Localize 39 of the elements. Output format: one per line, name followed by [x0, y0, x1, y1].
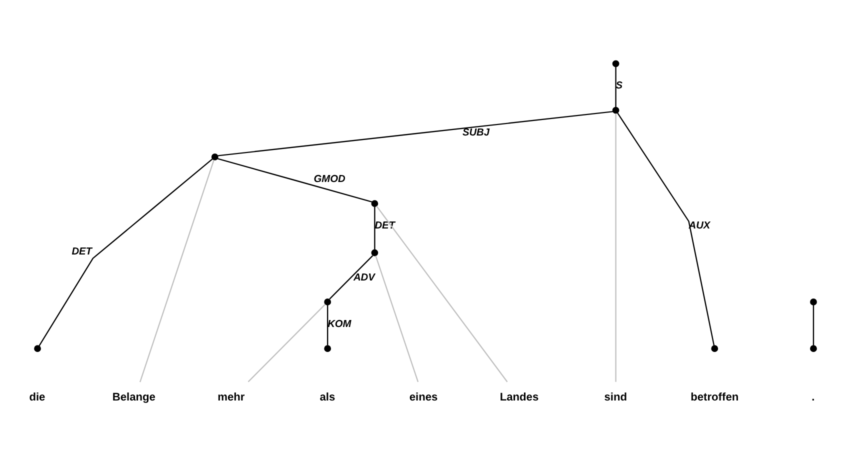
- connector: [140, 159, 214, 382]
- node-text: sind: [604, 391, 628, 404]
- node-circle: [324, 344, 332, 352]
- node-text: die: [29, 391, 46, 404]
- node-text: als: [320, 391, 336, 404]
- connector: [615, 113, 616, 382]
- edge-label: GMOD: [314, 173, 346, 184]
- edge-label: KOM: [328, 318, 352, 330]
- connector: [248, 303, 326, 382]
- node-circle: [810, 344, 817, 352]
- edge-label: ADV: [353, 272, 375, 283]
- node-text: .: [812, 391, 815, 404]
- node-circle: [324, 298, 332, 305]
- connector: [326, 304, 328, 345]
- node-circle: [34, 344, 41, 352]
- connector: [38, 158, 213, 346]
- node-text: eines: [409, 391, 438, 404]
- node-text: betroffen: [690, 391, 739, 404]
- node-circle: [810, 298, 817, 305]
- node-circle: [211, 153, 218, 160]
- connector: [218, 158, 372, 202]
- connector: [329, 254, 374, 299]
- node-circle: [371, 248, 378, 256]
- connector: [218, 110, 614, 156]
- connector: [812, 304, 814, 345]
- connector: [376, 205, 508, 382]
- edge-label: SUBJ: [462, 126, 490, 138]
- edge-label: DET: [72, 246, 92, 257]
- node-circle: [612, 106, 620, 114]
- node-text: Landes: [500, 391, 539, 404]
- node-circle: [612, 60, 620, 67]
- connector: [375, 255, 419, 382]
- connector: [617, 112, 715, 346]
- connector: [374, 206, 376, 249]
- node-circle: [371, 200, 378, 207]
- node-text: mehr: [218, 391, 245, 404]
- node-circle: [711, 344, 718, 352]
- node-text: Belange: [112, 391, 156, 404]
- connector: [615, 66, 616, 107]
